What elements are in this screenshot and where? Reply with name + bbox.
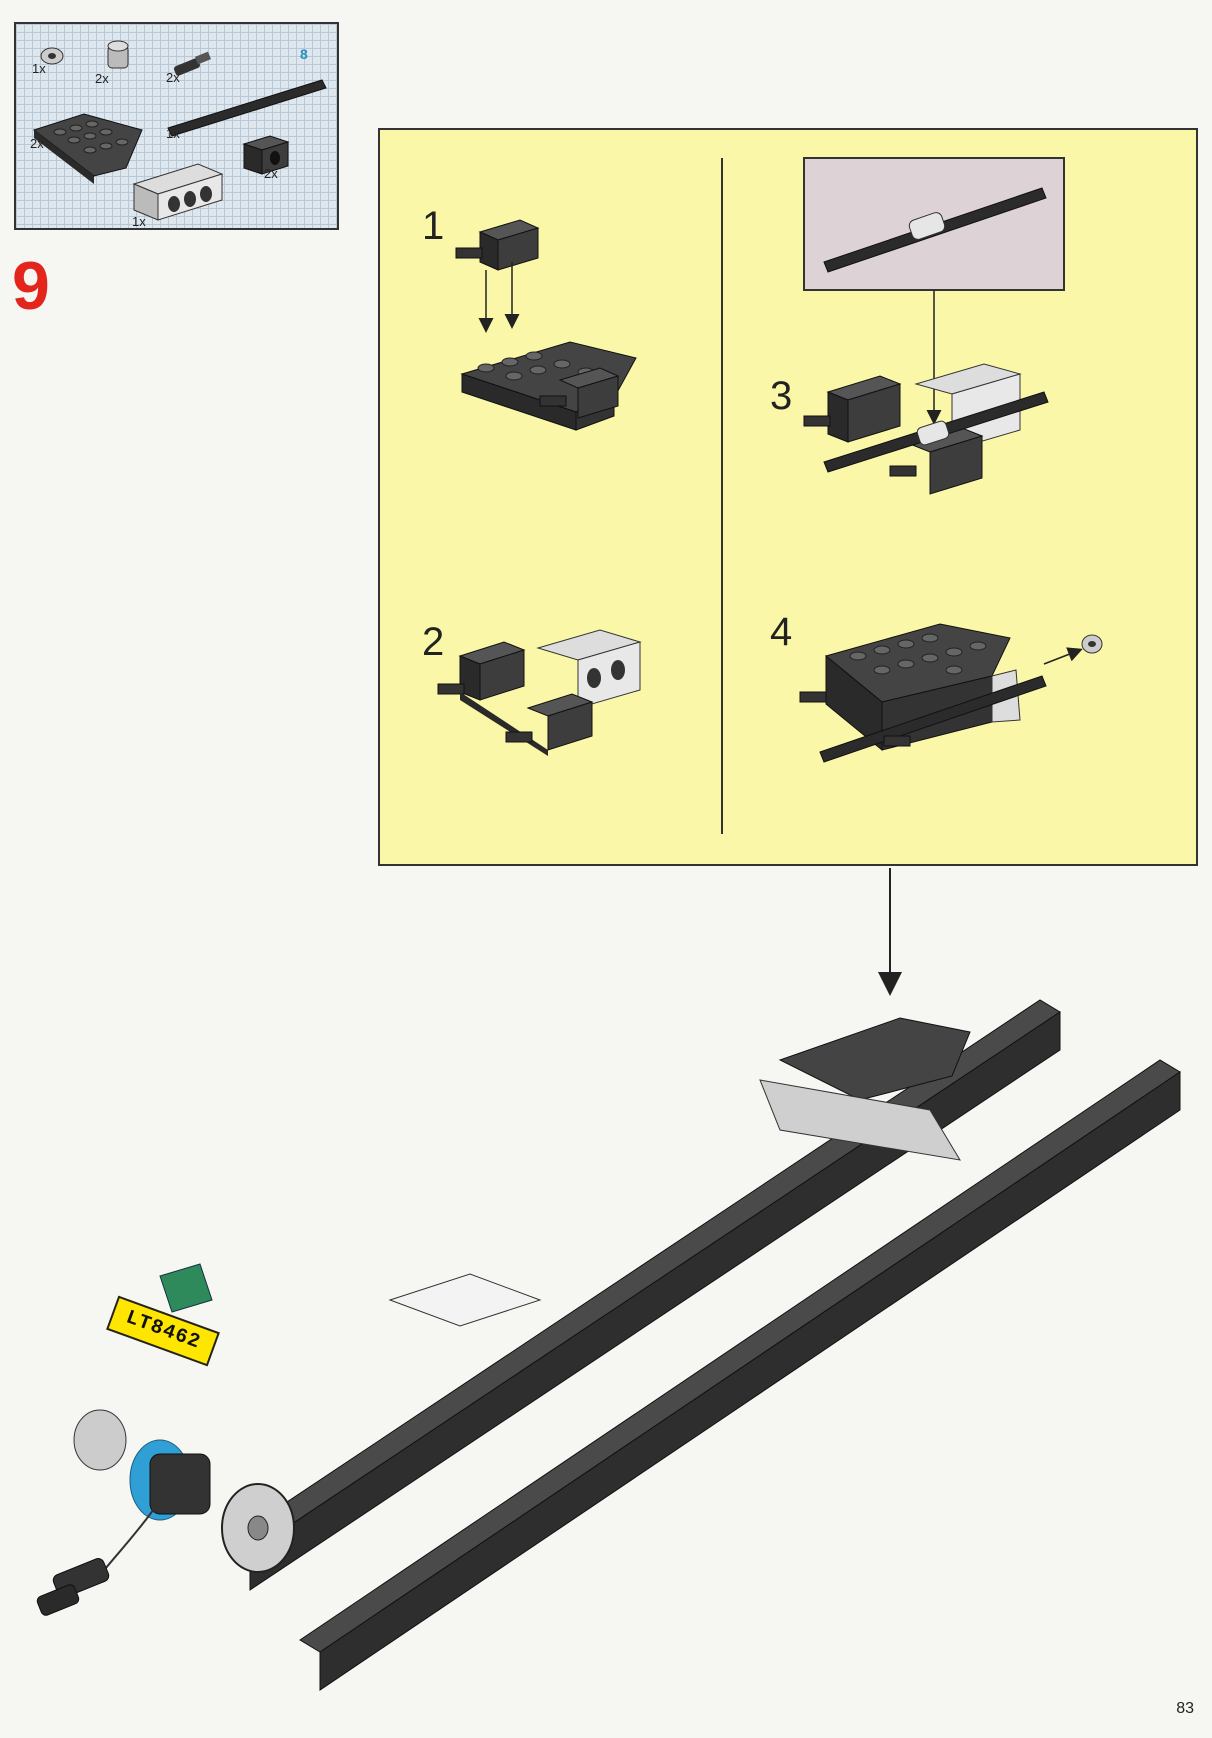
qty-dark-brick: 2x	[264, 166, 278, 181]
light-technic-brick-icon	[132, 163, 224, 221]
subassembly-panel: 1 2 3 4	[378, 128, 1198, 866]
step-number: 9	[12, 248, 50, 324]
qty-light-brick: 1x	[132, 214, 146, 229]
substep-3-number: 3	[770, 374, 793, 418]
bush-icon	[40, 47, 64, 65]
panel-divider	[721, 158, 723, 834]
axle-icon	[167, 79, 327, 137]
front-wedge-plate	[759, 1017, 971, 1161]
axle-callout	[803, 157, 1065, 425]
qty-pin: 2x	[166, 70, 180, 85]
substep-4-number: 4	[770, 610, 793, 654]
substep-4-illustration	[799, 623, 1103, 763]
wheel-icon	[221, 1483, 295, 1573]
parts-list: 1x 2x 2x 2x 1x 2x 1x 8	[14, 22, 339, 230]
battery-cable	[36, 1469, 181, 1616]
substep-2-number: 2	[422, 620, 445, 664]
qty-axle: 1x	[166, 126, 180, 141]
motor-assembly	[73, 1409, 211, 1521]
substep-1-illustration	[455, 219, 637, 431]
white-plate	[388, 1273, 542, 1327]
qty-bush: 1x	[32, 61, 46, 76]
qty-half-bush: 2x	[95, 71, 109, 86]
pin-icon	[173, 51, 211, 76]
dark-technic-brick-icon	[242, 135, 290, 175]
substep-1-number: 1	[422, 204, 445, 248]
upper-chassis-rail	[229, 999, 1061, 1591]
green-connector	[159, 1263, 213, 1313]
subassembly-illustrations	[437, 157, 1103, 763]
page-number: 83	[1176, 1700, 1194, 1717]
substep-2-illustration	[437, 629, 642, 756]
substep-3-illustration	[803, 363, 1049, 495]
half-bush-icon	[107, 40, 129, 69]
wedge-plate-icon	[32, 113, 143, 184]
parts-illustration	[32, 40, 327, 221]
qty-wedge-plate: 2x	[30, 136, 44, 151]
axle-length-label: 8	[300, 46, 308, 62]
lower-chassis-rail	[299, 1059, 1181, 1691]
